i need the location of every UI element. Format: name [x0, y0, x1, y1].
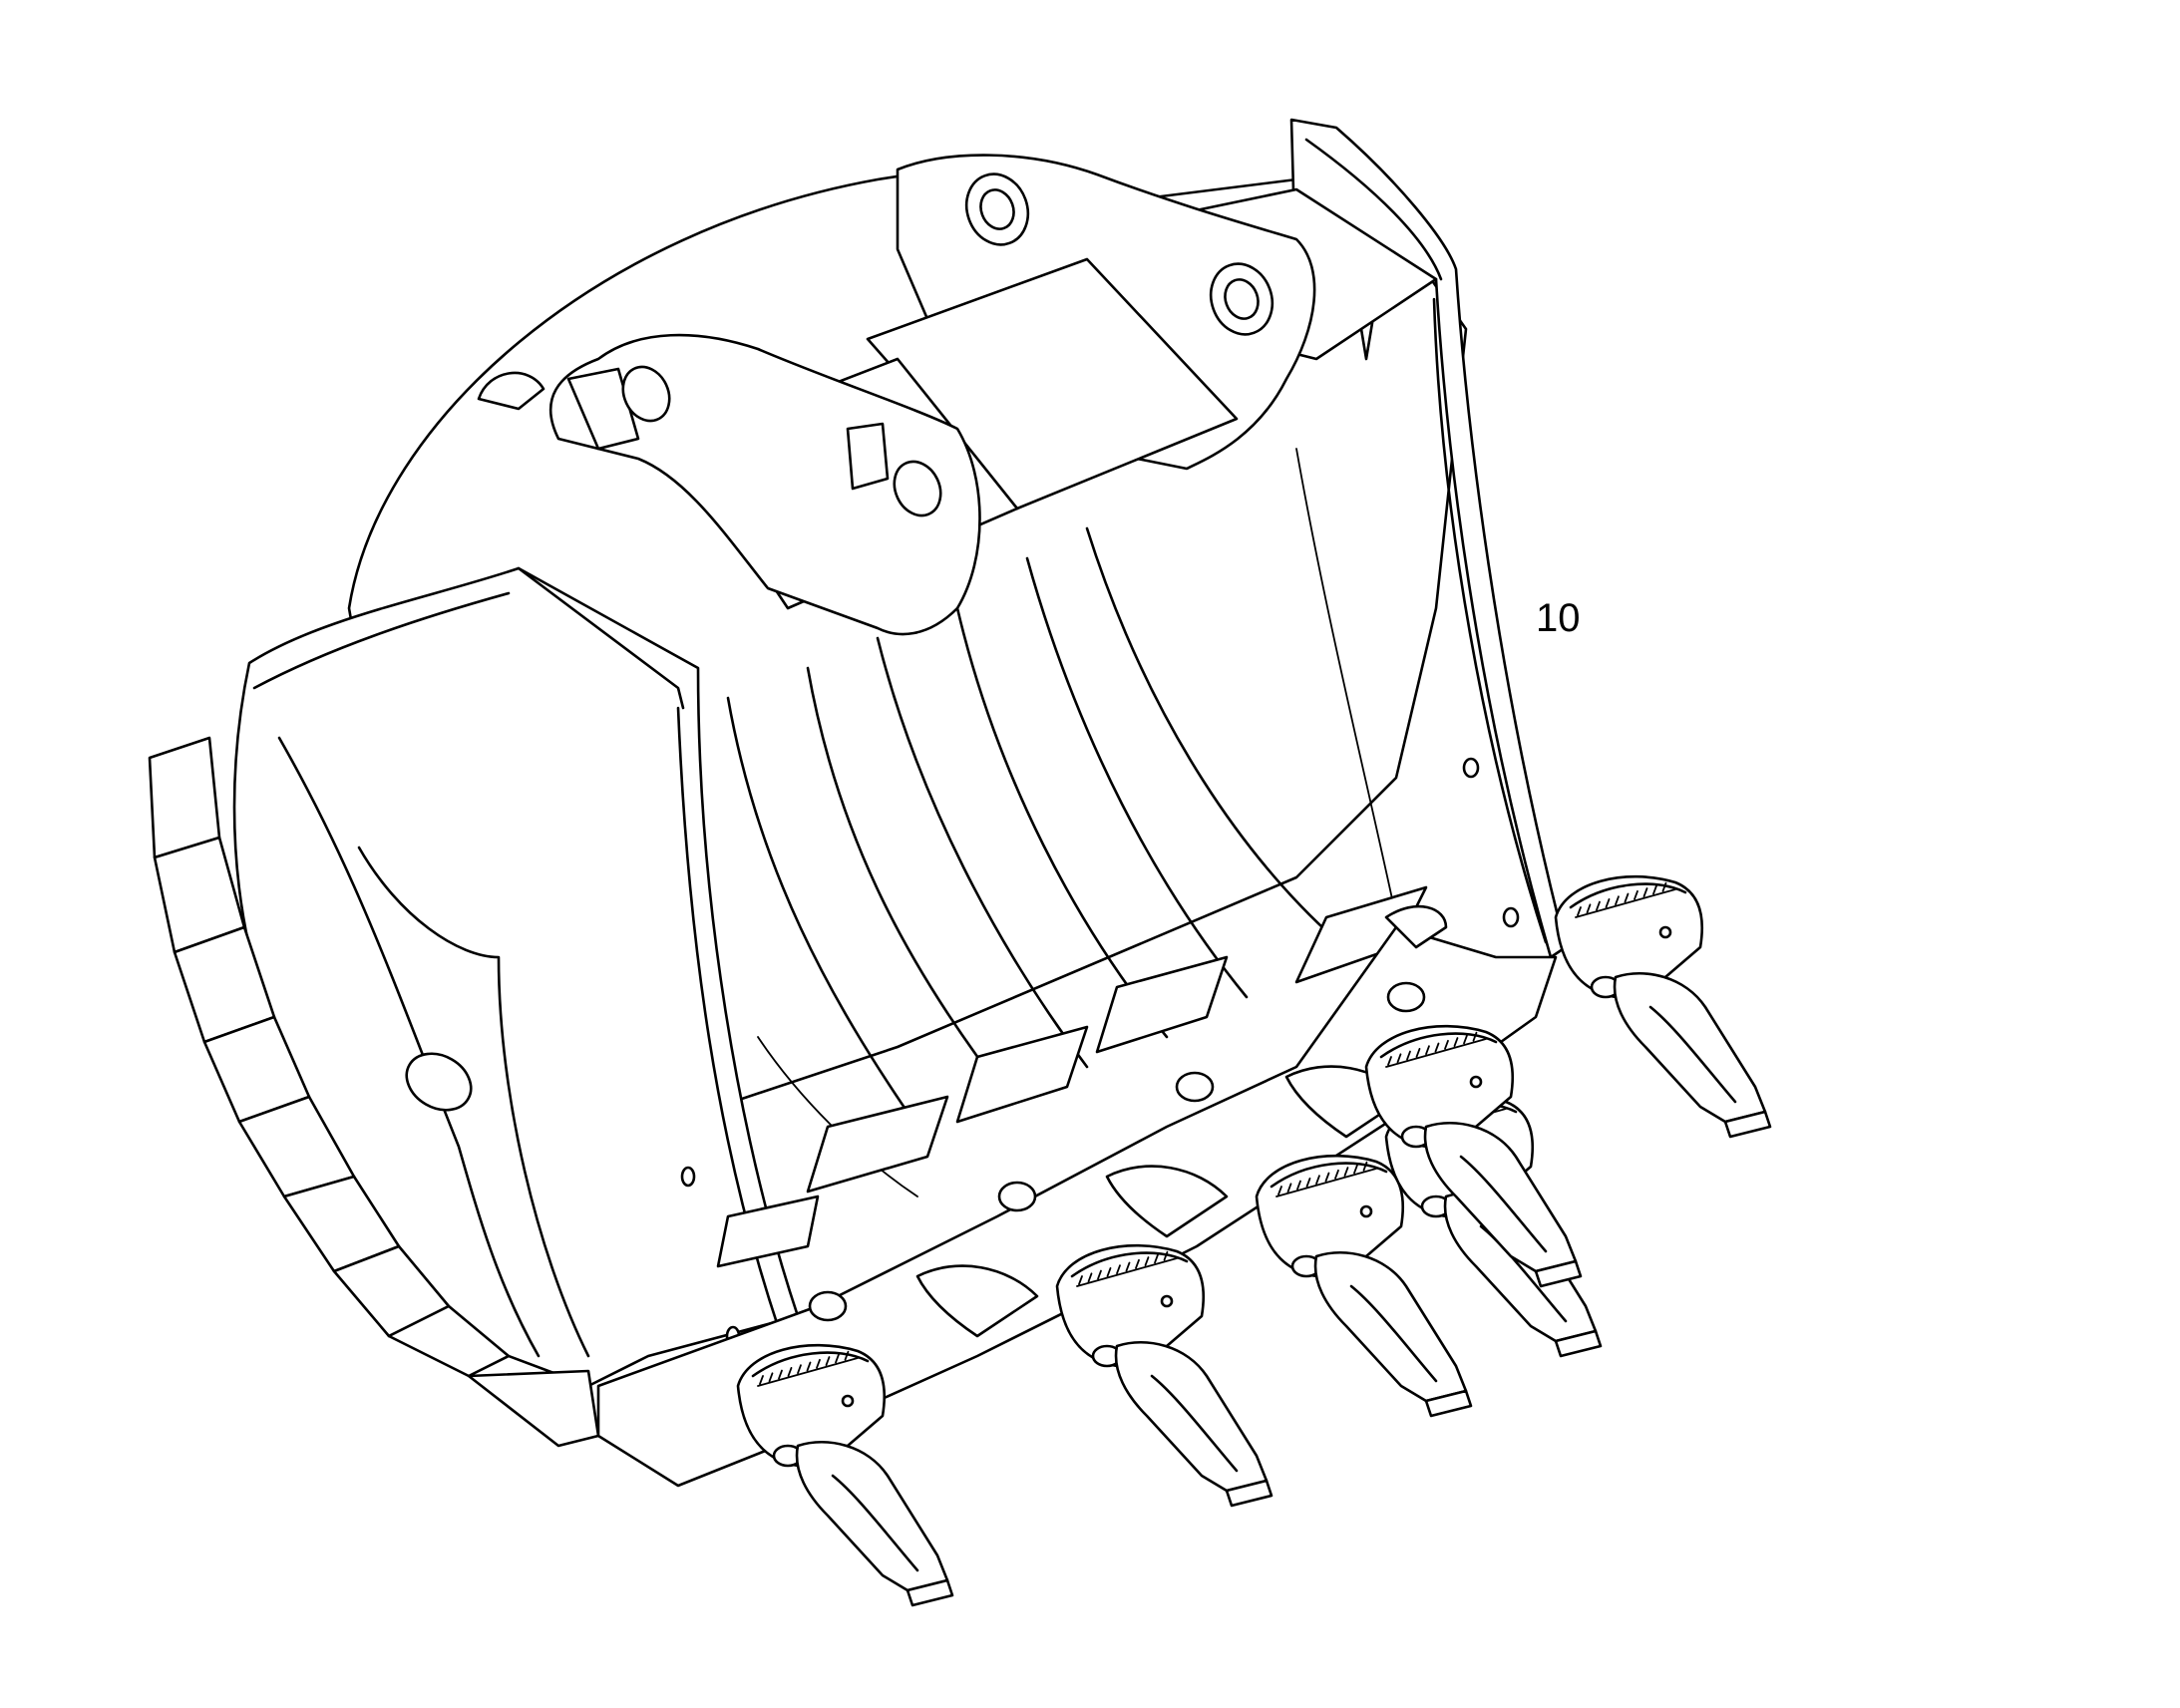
floor-wear-strips	[716, 885, 1428, 1268]
pin-boss-4	[893, 460, 942, 517]
adapter-guards	[808, 904, 1448, 1322]
pin-boss-3	[621, 365, 671, 423]
tooth	[1364, 1024, 1583, 1288]
tooth	[1055, 1243, 1273, 1508]
tooth	[1554, 874, 1772, 1139]
callout-label: 10	[1536, 596, 1581, 640]
edge-shrouds	[915, 1065, 1408, 1338]
lifting-hole	[405, 1052, 473, 1112]
bucket-teeth	[736, 874, 1772, 1607]
inner-floor	[726, 448, 1397, 1197]
tooth	[736, 1343, 954, 1607]
left-side-plate	[232, 566, 800, 1388]
side-wear-segments	[148, 736, 600, 1448]
tooth	[1255, 1154, 1473, 1418]
